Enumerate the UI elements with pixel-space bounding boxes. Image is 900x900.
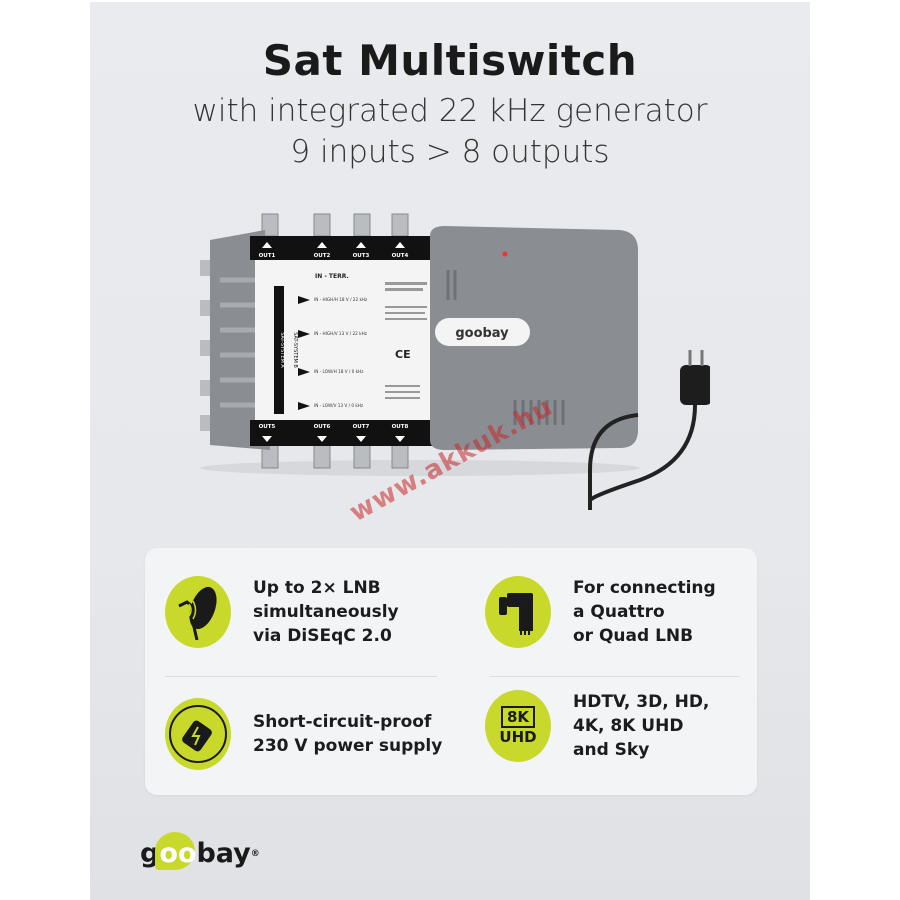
subtitle-io: 9 inputs > 8 outputs [290,134,610,170]
feature-resolutions: 8K UHD HDTV, 3D, HD, 4K, 8K UHD and Sky [485,690,709,762]
label-out5: OUT5 [259,424,276,430]
8k-uhd-icon: 8K UHD [485,690,551,762]
label-input-1: IN - HIGH/H 18 V / 22 kHz [314,297,368,302]
subtitle-generator: with integrated 22 kHz generator [192,93,708,129]
feature-dual-lnb: Up to 2× LNB simultaneously via DiSEqC 2.0 [165,576,399,648]
feature-text-line: 230 V power supply [253,736,443,756]
satellite-dish-icon [165,576,231,648]
label-out6: OUT6 [314,424,331,430]
label-input-2: IN - HIGH/V 13 V / 22 kHz [314,331,368,336]
label-out2: OUT2 [314,253,331,259]
badge-uhd: UHD [499,728,537,746]
goobay-logo: g oo bay ® [140,832,260,870]
label-out3: OUT3 [353,253,370,259]
features-card: Up to 2× LNB simultaneously via DiSEqC 2.0… [145,548,757,795]
label-out4: OUT4 [392,253,409,259]
logo-oo: oo [159,838,197,869]
feature-text-line: and Sky [573,740,650,760]
registered-mark: ® [250,848,260,859]
power-supply-icon [165,698,231,770]
feature-text-line: For connecting [573,578,716,598]
feature-text-line: or Quad LNB [573,626,694,646]
label-input-4: IN - LOW/V 13 V / 0 kHz [314,403,364,408]
badge-8k: 8K [500,706,536,728]
feature-text-line: via DiSEqC 2.0 [253,626,392,646]
multiswitch-device-image: OUT1 OUT2 OUT3 OUT4 OUT5 OUT6 OUT7 OUT8 … [200,213,710,510]
logo-prefix: g [140,838,160,869]
label-system-b: SAT-SYSTEM B [292,332,298,368]
ce-mark: CE [395,348,411,361]
divider [490,676,740,677]
label-out1: OUT1 [259,253,276,259]
feature-power-supply: Short-circuit-proof 230 V power supply [165,698,442,770]
logo-suffix: bay [196,838,251,869]
feature-quad-lnb: For connecting a Quattro or Quad LNB [485,576,716,648]
label-out8: OUT8 [392,424,409,430]
label-out7: OUT7 [353,424,370,430]
feature-text-line: a Quattro [573,602,665,622]
feature-text-line: 4K, 8K UHD [573,716,684,736]
label-input-3: IN - LOW/H 18 V / 0 kHz [314,369,364,374]
feature-text-line: Up to 2× LNB [253,578,381,598]
device-brand-label: goobay [455,326,509,341]
quad-lnb-icon [485,576,551,648]
page-title: Sat Multiswitch [262,36,638,85]
feature-text-line: simultaneously [253,602,399,622]
feature-text-line: HDTV, 3D, HD, [573,692,710,712]
feature-text-line: Short-circuit-proof [253,712,432,732]
divider [165,676,437,677]
label-terr: IN - TERR. [315,273,349,280]
label-system-a: SAT-SYSTEM A [279,332,285,368]
